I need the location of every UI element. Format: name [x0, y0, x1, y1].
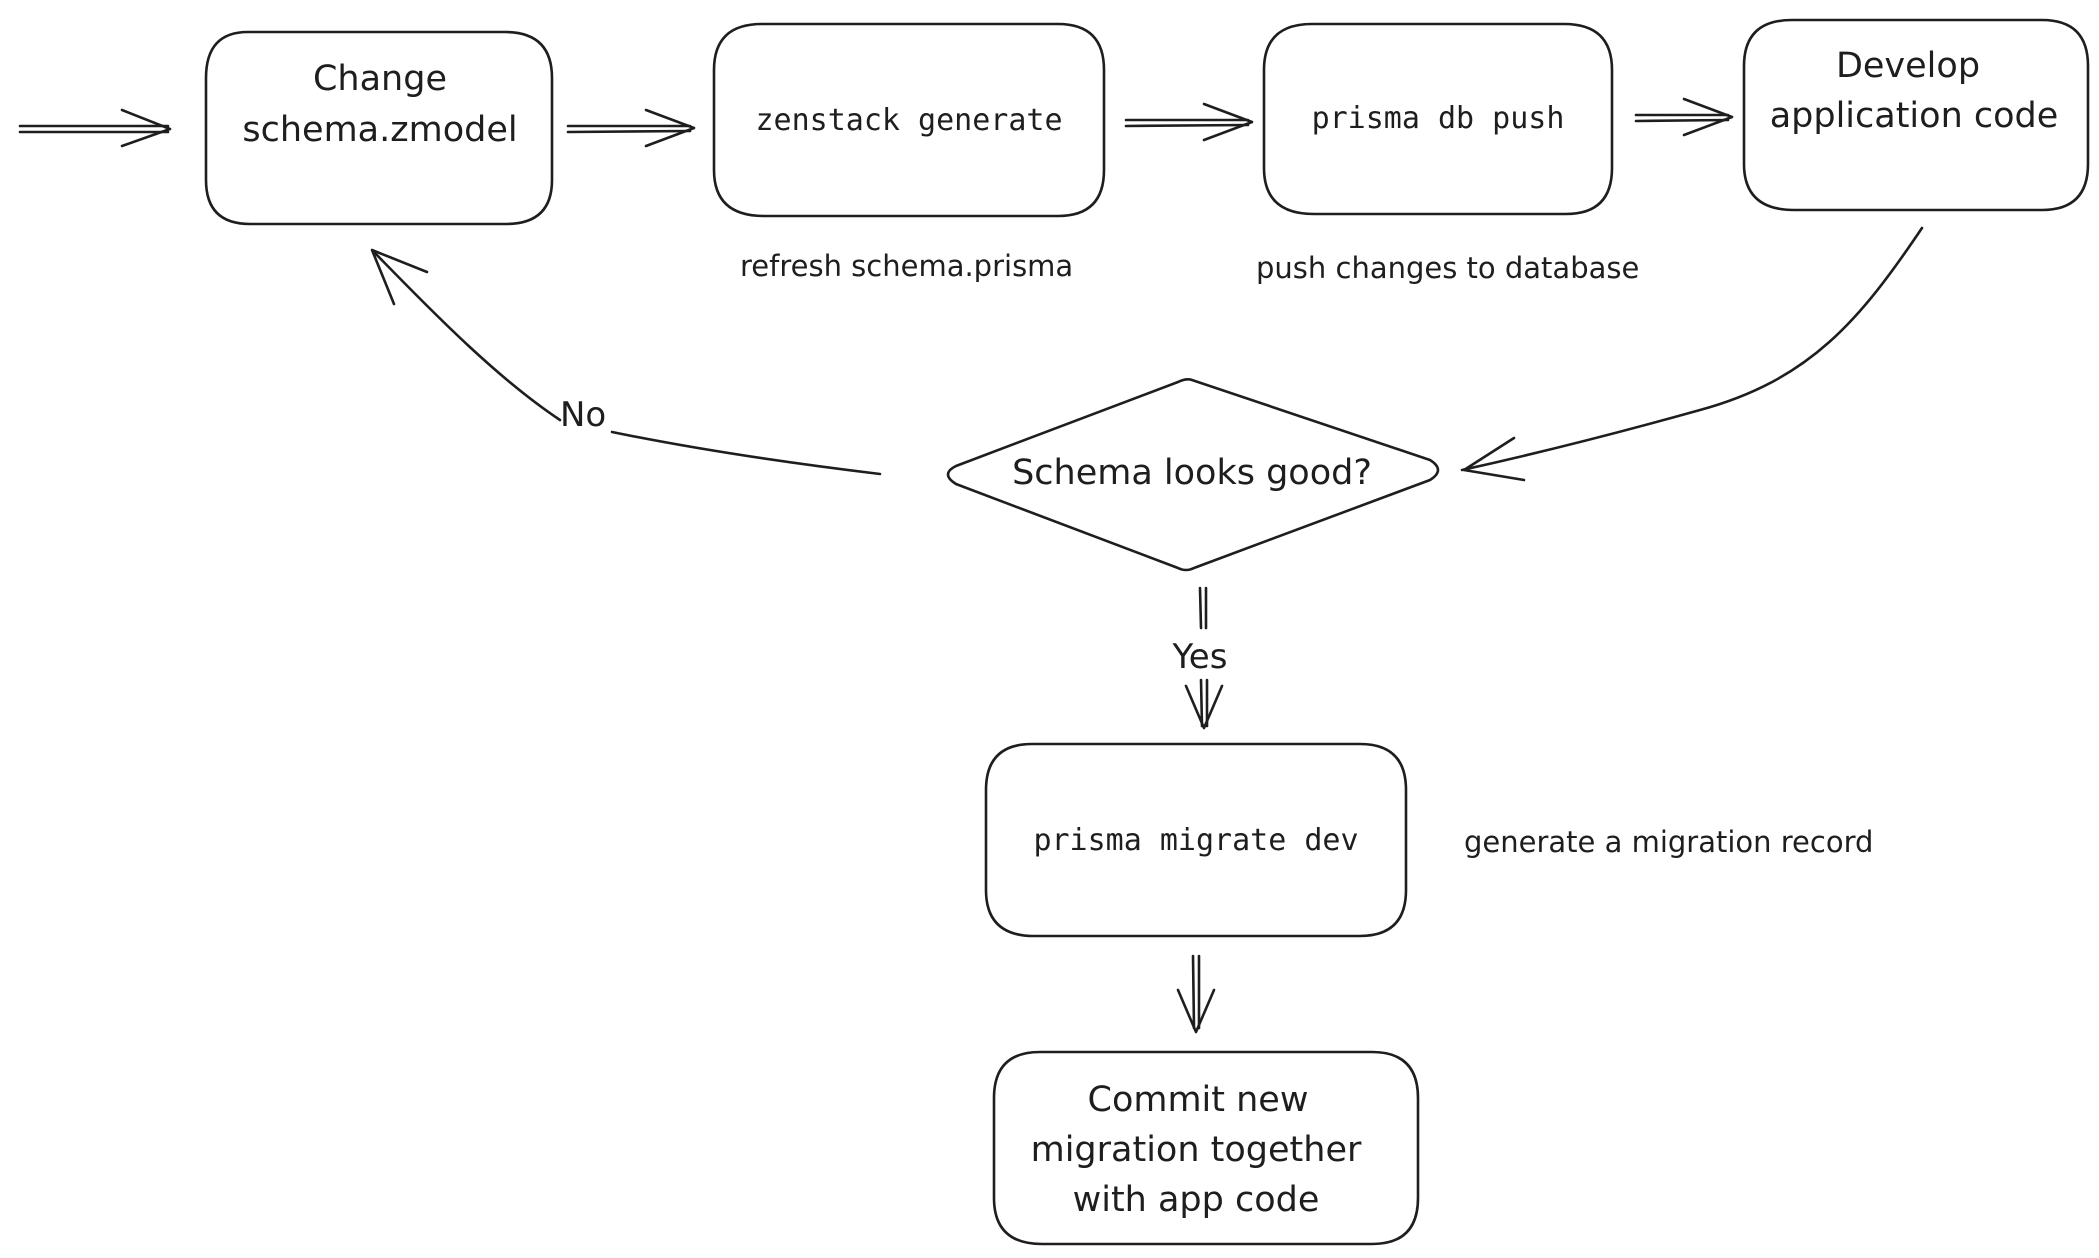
arrow-generate-to-push: [1124, 102, 1254, 142]
yes-label: Yes: [1172, 637, 1228, 677]
node-develop-code-line-2: application code: [1770, 96, 2059, 136]
note-push-changes: push changes to database: [1256, 251, 1639, 285]
node-commit-migration-line-2: migration together: [1031, 1130, 1362, 1170]
node-prisma-db-push-label: prisma db push: [1312, 101, 1565, 136]
node-change-schema-line-1: Change: [313, 59, 447, 99]
entry-arrow: [18, 108, 172, 148]
node-develop-code-line-1: Develop: [1836, 46, 1980, 86]
node-zenstack-generate: zenstack generate: [712, 22, 1106, 218]
note-refresh-schema: refresh schema.prisma: [740, 249, 1073, 283]
node-schema-check: Schema looks good?: [946, 378, 1440, 572]
node-change-schema: Change schema.zmodel: [204, 30, 554, 226]
node-zenstack-generate-label: zenstack generate: [755, 103, 1062, 138]
arrow-develop-to-decision: [1460, 226, 1924, 482]
node-develop-code: Develop application code: [1742, 18, 2090, 212]
node-prisma-migrate-dev-label: prisma migrate dev: [1033, 823, 1358, 858]
arrow-yes-branch: [1184, 586, 1224, 730]
node-prisma-migrate-dev: prisma migrate dev: [984, 742, 1408, 938]
arrow-push-to-develop: [1634, 97, 1734, 137]
node-change-schema-line-2: schema.zmodel: [242, 110, 517, 150]
node-schema-check-label: Schema looks good?: [1012, 453, 1372, 493]
arrow-migrate-to-commit: [1176, 954, 1216, 1034]
note-generate-record: generate a migration record: [1464, 825, 1873, 859]
node-commit-migration-line-3: with app code: [1073, 1180, 1320, 1220]
no-label: No: [560, 395, 606, 435]
node-commit-migration: Commit new migration together with app c…: [992, 1050, 1420, 1246]
arrow-no-branch: [370, 248, 882, 476]
arrow-change-to-generate: [566, 108, 696, 148]
node-prisma-db-push: prisma db push: [1262, 22, 1614, 216]
node-commit-migration-line-1: Commit new: [1088, 1080, 1309, 1120]
